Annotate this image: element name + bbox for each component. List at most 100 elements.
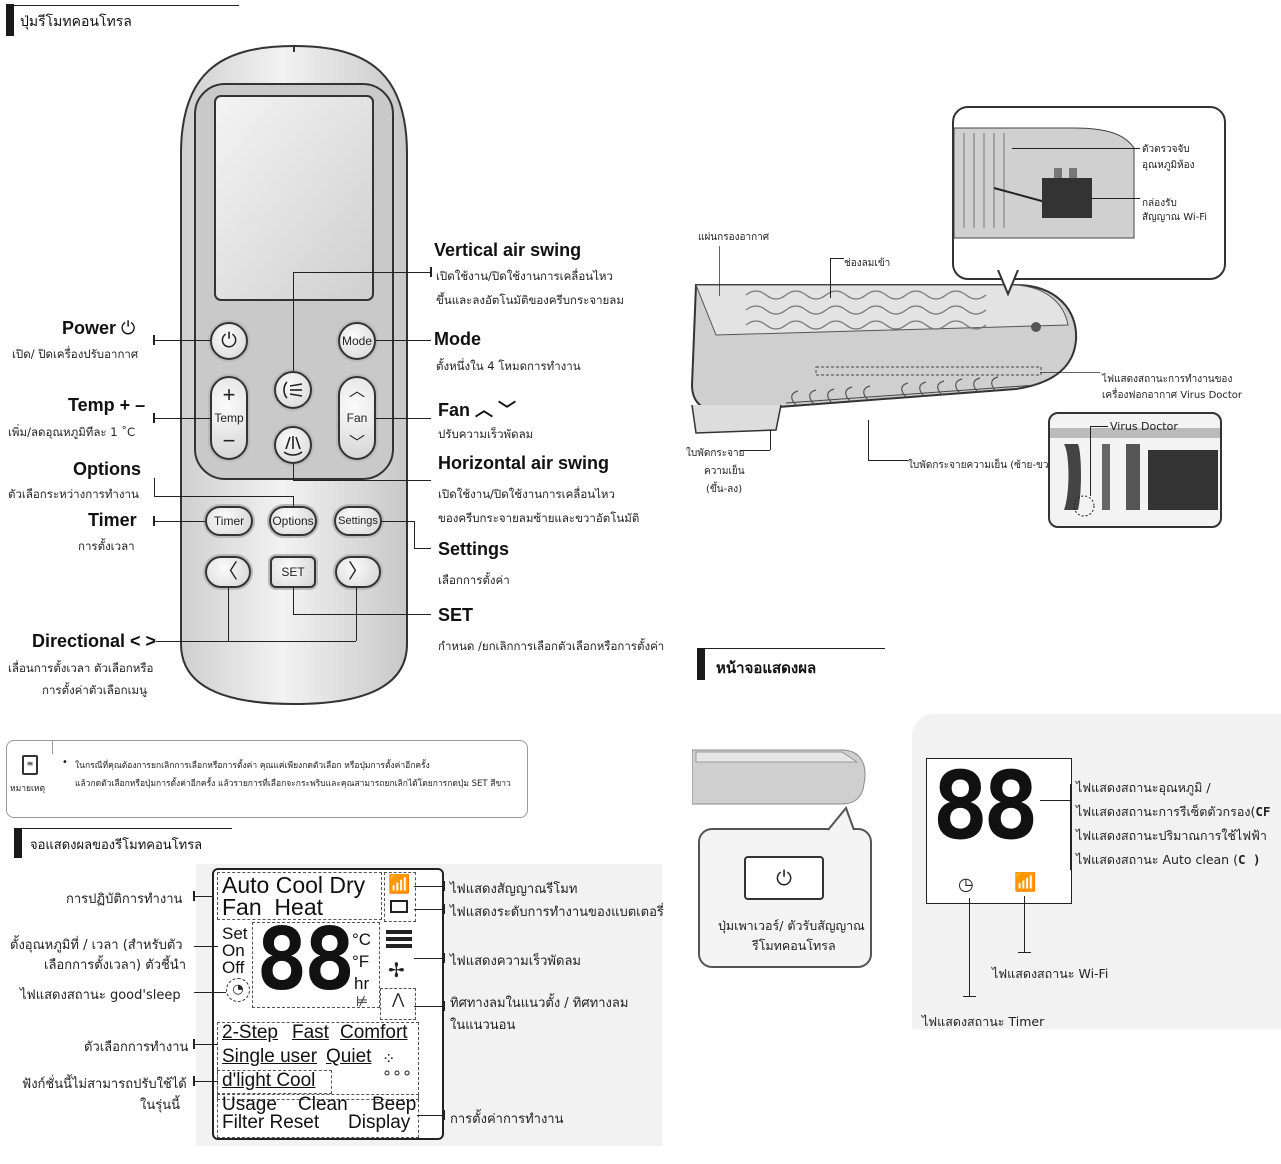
leader-directional-l bbox=[228, 588, 229, 641]
options-button[interactable]: Options bbox=[269, 506, 317, 536]
lcd-label-unavailable-2: ในรุ่นนี้ bbox=[140, 1098, 180, 1113]
display-unit-illustration bbox=[691, 744, 872, 808]
label-virus-indicator-1: ไฟแสดงสถานะการทำงานของ bbox=[1102, 374, 1233, 385]
display-power-button[interactable]: ⏻ bbox=[744, 856, 824, 900]
power-icon: ⏻ bbox=[776, 866, 792, 890]
temp-rocker[interactable]: + Temp − bbox=[210, 376, 248, 460]
leader-wifi-box bbox=[1090, 198, 1140, 199]
indoor-inset-tail bbox=[996, 269, 1020, 297]
lcd-opt-single: Single user bbox=[222, 1046, 318, 1067]
mode-title: Mode bbox=[434, 329, 481, 349]
tick-lcd-settings bbox=[443, 1110, 445, 1120]
lcd-dots-icon: ⁘∘∘∘ bbox=[382, 1049, 413, 1082]
leader-mode bbox=[376, 340, 431, 341]
note-icon: ≡ bbox=[22, 755, 38, 775]
leader-virus-indicator bbox=[1040, 372, 1100, 373]
temp-desc: เพิ่ม/ลดอุณหภูมิทีละ 1 ˚C bbox=[8, 425, 136, 439]
lcd-off: Off bbox=[222, 958, 245, 977]
tick-vswing bbox=[430, 267, 432, 277]
power-icon: ⏻ bbox=[221, 330, 237, 352]
lcd-digits: 88 bbox=[256, 910, 356, 1010]
virus-doctor-inset bbox=[1048, 412, 1222, 528]
note-box: ≡ หมายเหตุ • ในกรณีที่คุณต้องการยกเลิกกา… bbox=[6, 740, 528, 818]
directional-title: Directional < > bbox=[32, 631, 157, 651]
power-inset bbox=[698, 828, 872, 968]
indoor-inset-sensor bbox=[952, 106, 1226, 280]
lcd-unit-c: °C bbox=[352, 930, 372, 949]
label-room-sensor-2: อุณหภูมิห้อง bbox=[1142, 160, 1195, 171]
tick-lcd-fanspeed bbox=[443, 953, 445, 963]
lcd-label-signal: ไฟแสดงสัญญาณรีโมท bbox=[450, 882, 578, 897]
lcd-settings-dash-box bbox=[217, 1094, 419, 1138]
lcd-on: On bbox=[222, 941, 245, 960]
power-button[interactable]: ⏻ bbox=[210, 322, 248, 360]
mode-desc: ตั้งหนึ่งใน 4 โหมดการทำงาน bbox=[436, 359, 581, 373]
left-arrow-button[interactable]: 〈 bbox=[205, 556, 251, 588]
filter-code: CF bbox=[1255, 804, 1271, 819]
label-wifi-box-1: กล่องรับ bbox=[1142, 198, 1177, 209]
horizontal-swing-icon bbox=[283, 436, 303, 456]
power-desc: เปิด/ ปิดเครื่องปรับอากาศ bbox=[12, 347, 139, 361]
hswing-desc-2: ของครีบกระจายลมซ้ายและขวาอัตโนมัติ bbox=[438, 511, 640, 525]
vertical-swing-button[interactable] bbox=[274, 371, 312, 409]
section-bar-remote bbox=[6, 4, 14, 36]
lcd-signal-dash-box bbox=[384, 872, 416, 922]
chevron-down-icon: ﹀ bbox=[348, 435, 365, 452]
label-wifi-box-2: สัญญาณ Wi-Fi bbox=[1142, 212, 1208, 223]
label-blade-ud-3: (ขึ้น-ลง) bbox=[706, 484, 743, 495]
lcd-label-operation: การปฏิบัติการทำงาน bbox=[66, 892, 183, 907]
tick-lcd-unavailable bbox=[193, 1076, 195, 1086]
display-label-autoclean: ไฟแสดงสถานะ Auto clean (C ) bbox=[1076, 852, 1261, 867]
section-title-remote: ปุ่มรีโมทคอนโทรล bbox=[20, 14, 132, 30]
lcd-set: Set bbox=[222, 924, 248, 943]
lcd-set-display: Display bbox=[348, 1112, 411, 1133]
tick-lcd-airdir bbox=[443, 1001, 445, 1011]
settings-desc: เลือกการตั้งค่า bbox=[438, 573, 510, 587]
leader-air-inlet-v bbox=[830, 258, 831, 298]
leader-settings-v bbox=[414, 521, 415, 548]
tick-timer bbox=[153, 516, 155, 526]
fan-blade-icon: ✢ bbox=[388, 958, 405, 982]
leader-display-timer-cap bbox=[963, 996, 976, 997]
lcd-unit-hr: hr bbox=[354, 974, 370, 993]
fan-title: Fan ︿ ﹀ bbox=[438, 400, 517, 420]
leader-room-sensor bbox=[1012, 148, 1140, 149]
label-virus-indicator-2: เครื่องฟอกอากาศ Virus Doctor bbox=[1102, 390, 1243, 401]
mode-button[interactable]: Mode bbox=[338, 322, 376, 360]
lcd-set-beep: Beep bbox=[372, 1094, 417, 1115]
lcd-label-temptime-2: เลือกการตั้งเวลา) ตัวชี้นำ bbox=[44, 958, 186, 973]
vswing-desc-1: เปิดใช้งาน/ปิดใช้งานการเคลื่อนไหว bbox=[436, 269, 613, 283]
lcd-vswing-icon: ⊭ bbox=[356, 994, 369, 1010]
note-divider bbox=[52, 740, 53, 754]
leader-lcd-goodsleep bbox=[194, 992, 226, 993]
tick-lcd-battery bbox=[443, 904, 445, 914]
remote-signal-icon: 📶 bbox=[388, 874, 411, 895]
fan-rocker[interactable]: ︿ Fan ﹀ bbox=[338, 376, 376, 460]
set-button[interactable]: SET bbox=[270, 556, 316, 588]
timer-button[interactable]: Timer bbox=[205, 506, 253, 536]
settings-button[interactable]: Settings bbox=[334, 506, 382, 536]
leader-hswing-v bbox=[293, 464, 294, 480]
power-inset-tail bbox=[826, 806, 856, 832]
lcd-modes-row1: Auto Cool Dry bbox=[222, 872, 366, 898]
lcd-hswing-icon: ⋀ bbox=[392, 990, 405, 1008]
lcd-set-usage: Usage bbox=[222, 1094, 277, 1115]
lcd-opt-dlight: d'light Cool bbox=[222, 1070, 316, 1091]
options-title: Options bbox=[73, 459, 141, 479]
lcd-label-battery: ไฟแสดงระดับการทำงานของแบตเตอรี่ bbox=[450, 905, 664, 920]
display-timer-icon: ◷ bbox=[958, 874, 974, 895]
display-digits: 88 bbox=[932, 752, 1039, 861]
lcd-opt-fast: Fast bbox=[292, 1022, 329, 1043]
options-desc: ตัวเลือกระหว่างการทำงาน bbox=[8, 487, 139, 501]
vswing-desc-2: ขึ้นและลงอัตโนมัติของครีบกระจายลม bbox=[436, 293, 624, 307]
right-arrow-button[interactable]: 〉 bbox=[335, 556, 381, 588]
lcd-goodsleep-icon: ◔ bbox=[226, 978, 250, 1002]
fan-desc: ปรับความเร็วพัดลม bbox=[438, 427, 534, 441]
note-label: หมายเหตุ bbox=[10, 784, 45, 794]
leader-options-h2 bbox=[154, 496, 294, 497]
lcd-label-settings: การตั้งค่าการทำงาน bbox=[450, 1112, 564, 1127]
tick-temp bbox=[153, 413, 155, 423]
leader-lcd-airdir bbox=[414, 1006, 444, 1007]
hswing-desc-1: เปิดใช้งาน/ปิดใช้งานการเคลื่อนไหว bbox=[438, 487, 615, 501]
horizontal-swing-button[interactable] bbox=[274, 426, 312, 464]
